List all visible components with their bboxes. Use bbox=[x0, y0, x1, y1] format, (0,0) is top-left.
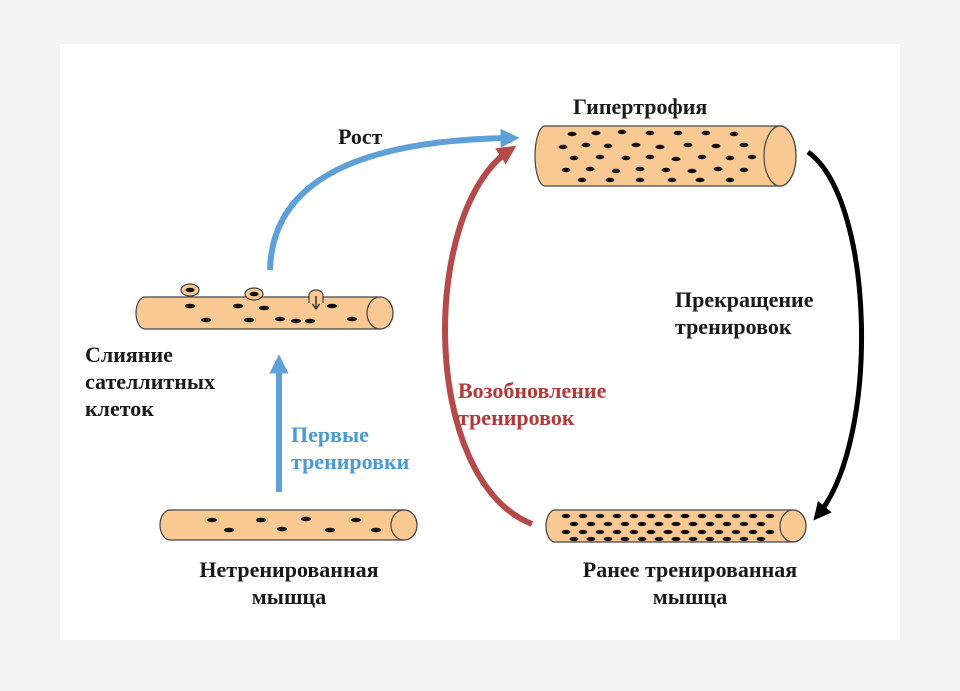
nucleus bbox=[586, 536, 596, 542]
resume-training-arrow bbox=[442, 145, 534, 527]
growth-arrow bbox=[267, 128, 520, 271]
pretrained-muscle-fiber bbox=[545, 509, 807, 543]
first-training-line-1: Первые bbox=[291, 422, 369, 447]
nucleus bbox=[688, 521, 698, 527]
nucleus bbox=[654, 521, 664, 527]
nucleus bbox=[663, 513, 673, 519]
nucleus bbox=[603, 521, 613, 527]
nucleus bbox=[765, 529, 775, 535]
satellite-fusion-label: Слияние сателлитных клеток bbox=[85, 341, 215, 422]
pretrained-line-1: Ранее тренированная bbox=[582, 557, 798, 582]
nucleus bbox=[671, 521, 681, 527]
resume-training-label: Возобновление тренировок bbox=[458, 377, 606, 431]
nucleus bbox=[654, 536, 664, 542]
growth-label: Рост bbox=[338, 124, 383, 149]
nucleus bbox=[612, 529, 622, 535]
nucleus bbox=[756, 536, 766, 542]
nucleus bbox=[620, 536, 630, 542]
resume-training-line-1: Возобновление bbox=[458, 378, 607, 403]
nucleus bbox=[612, 513, 622, 519]
first-training-line-2: тренировки bbox=[291, 449, 410, 474]
nucleus bbox=[748, 529, 758, 535]
nucleus bbox=[705, 521, 715, 527]
nucleus bbox=[620, 521, 630, 527]
pretrained-line-2: мышца bbox=[652, 584, 728, 609]
nucleus bbox=[586, 521, 596, 527]
satellite-label-line-3: клеток bbox=[85, 396, 154, 421]
hypertrophy-label: Гипертрофия bbox=[573, 94, 708, 119]
nucleus bbox=[722, 521, 732, 527]
nucleus bbox=[663, 529, 673, 535]
nucleus bbox=[714, 529, 724, 535]
hypertrophy-muscle-fiber bbox=[534, 125, 797, 187]
untrained-muscle-label: Нетренированная мышца bbox=[160, 556, 418, 610]
nucleus bbox=[561, 513, 571, 519]
nucleus bbox=[714, 513, 724, 519]
nucleus bbox=[756, 521, 766, 527]
nucleus bbox=[731, 513, 741, 519]
nucleus bbox=[697, 513, 707, 519]
nucleus bbox=[697, 529, 707, 535]
stop-training-line-2: тренировок bbox=[675, 314, 792, 339]
nucleus bbox=[731, 529, 741, 535]
untrained-line-2: мышца bbox=[251, 584, 327, 609]
nucleus bbox=[578, 529, 588, 535]
nucleus bbox=[680, 529, 690, 535]
nucleus bbox=[671, 536, 681, 542]
nucleus bbox=[680, 513, 690, 519]
nucleus bbox=[595, 529, 605, 535]
first-training-label: Первые тренировки bbox=[291, 421, 409, 475]
stop-training-line-1: Прекращение bbox=[675, 287, 814, 312]
nucleus bbox=[569, 536, 579, 542]
nucleus bbox=[603, 536, 613, 542]
untrained-muscle-fiber bbox=[159, 509, 418, 541]
nucleus bbox=[561, 529, 571, 535]
nucleus bbox=[722, 536, 732, 542]
nucleus bbox=[739, 536, 749, 542]
stop-training-arrow bbox=[806, 149, 865, 521]
satellite-label-line-2: сателлитных bbox=[85, 369, 216, 394]
stop-training-label: Прекращение тренировок bbox=[675, 286, 813, 340]
nucleus bbox=[765, 513, 775, 519]
nucleus bbox=[595, 513, 605, 519]
nucleus bbox=[629, 513, 639, 519]
nucleus bbox=[688, 536, 698, 542]
resume-training-line-2: тренировок bbox=[458, 405, 575, 430]
nucleus bbox=[637, 536, 647, 542]
nucleus bbox=[569, 521, 579, 527]
nucleus bbox=[705, 536, 715, 542]
nucleus bbox=[739, 521, 749, 527]
satellite-muscle-fiber bbox=[135, 283, 394, 330]
satellite-label-line-1: Слияние bbox=[85, 342, 173, 367]
nucleus bbox=[578, 513, 588, 519]
nucleus bbox=[646, 529, 656, 535]
untrained-line-1: Нетренированная bbox=[199, 557, 379, 582]
nucleus bbox=[637, 521, 647, 527]
nucleus bbox=[646, 513, 656, 519]
nucleus bbox=[629, 529, 639, 535]
pretrained-muscle-label: Ранее тренированная мышца bbox=[540, 556, 840, 610]
nucleus bbox=[748, 513, 758, 519]
